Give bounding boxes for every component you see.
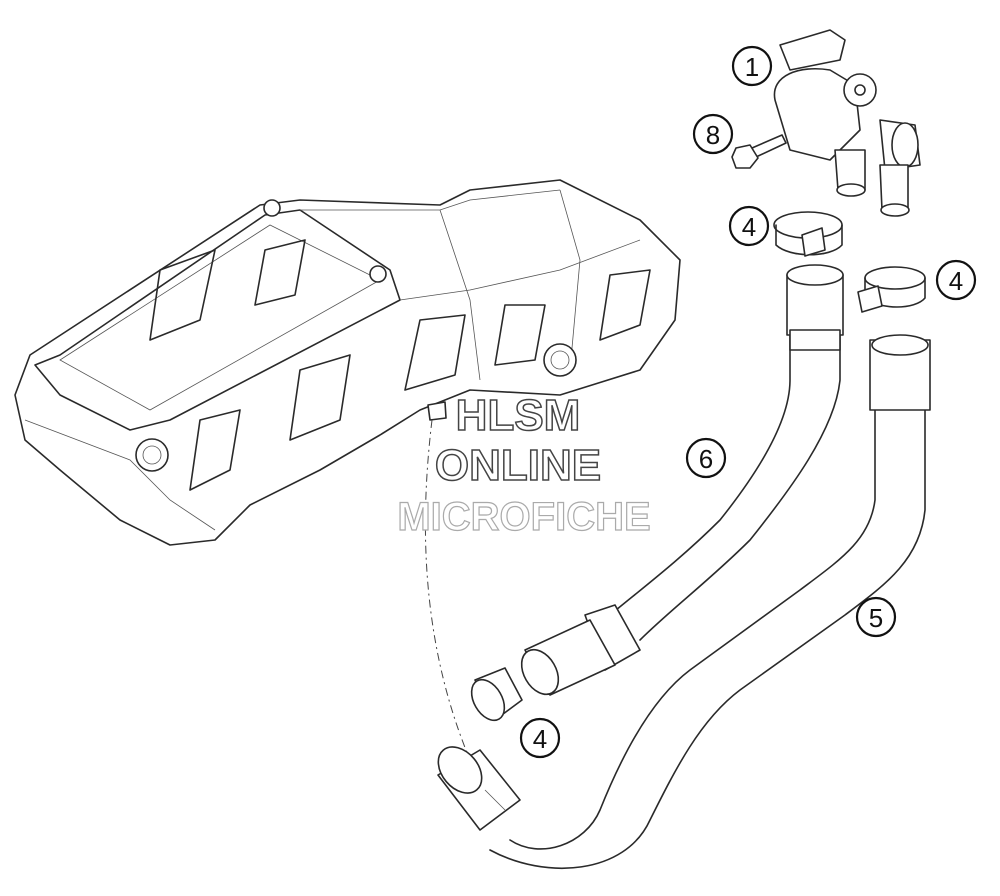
fuel-tap bbox=[773, 29, 921, 217]
callout-5: 5 bbox=[855, 596, 897, 638]
callout-8: 8 bbox=[692, 113, 734, 155]
svg-text:MICROFICHE: MICROFICHE bbox=[397, 495, 650, 539]
callout-1: 1 bbox=[731, 45, 773, 87]
svg-text:HLSM: HLSM bbox=[456, 391, 581, 440]
hose-clamp-right bbox=[857, 266, 926, 313]
hose-cap bbox=[470, 667, 523, 722]
callout-6: 6 bbox=[685, 437, 727, 479]
watermark: HLSM ONLINE MICROFICHE bbox=[397, 390, 652, 539]
fuel-tank bbox=[14, 179, 681, 546]
screw bbox=[731, 134, 787, 169]
svg-text:8: 8 bbox=[706, 120, 720, 150]
routing-line bbox=[424, 419, 471, 761]
svg-text:ONLINE: ONLINE bbox=[435, 441, 601, 490]
callout-4-lower: 4 bbox=[519, 717, 561, 759]
svg-text:4: 4 bbox=[949, 266, 963, 296]
svg-text:4: 4 bbox=[742, 212, 756, 242]
hose-clamp-upper bbox=[773, 211, 843, 257]
svg-text:1: 1 bbox=[745, 52, 759, 82]
callout-4-right: 4 bbox=[935, 259, 977, 301]
svg-text:4: 4 bbox=[533, 724, 547, 754]
fuel-hose-5 bbox=[437, 334, 931, 870]
fuel-hose-6 bbox=[520, 264, 844, 696]
svg-text:5: 5 bbox=[869, 603, 883, 633]
callout-4-upper: 4 bbox=[728, 205, 770, 247]
svg-text:6: 6 bbox=[699, 444, 713, 474]
